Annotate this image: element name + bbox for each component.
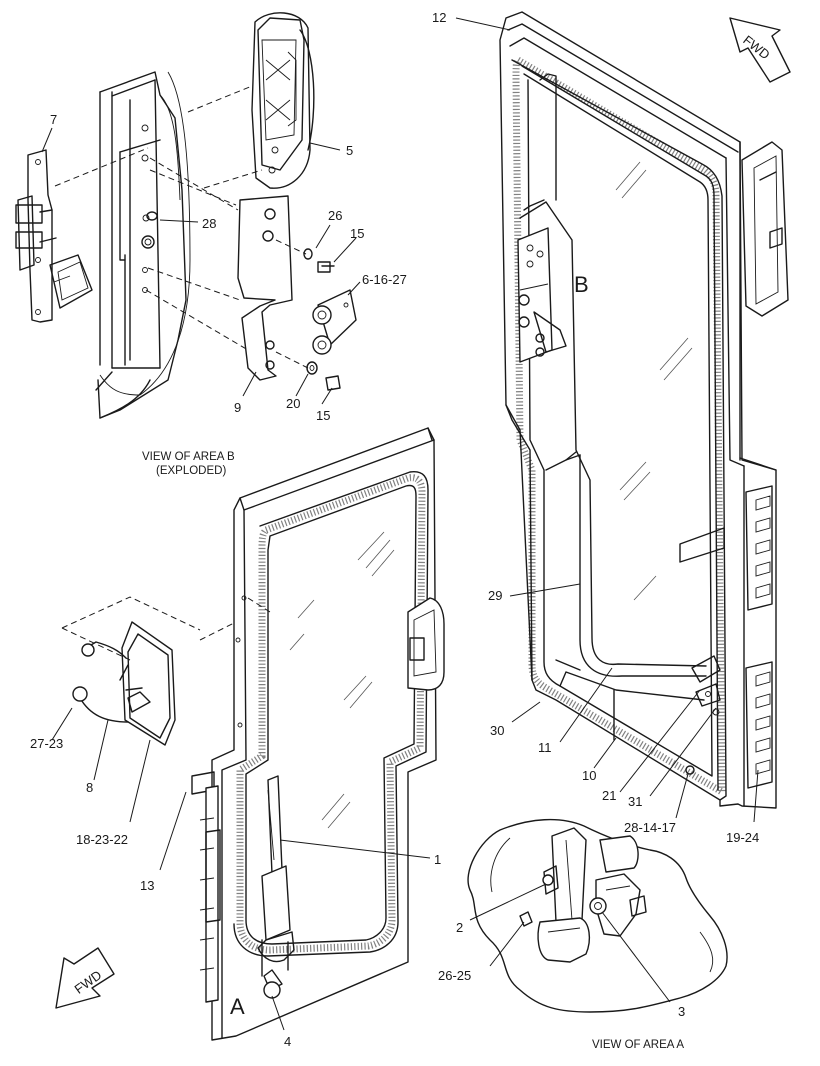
area-marker-b: B <box>574 272 589 297</box>
caption-exploded: (EXPLODED) <box>156 465 226 477</box>
callout-31: 31 <box>628 794 642 809</box>
hinges-19-24 <box>745 485 773 789</box>
callout-29: 29 <box>488 588 502 603</box>
door-frame-pillar <box>95 71 191 419</box>
callout-26: 26 <box>328 208 342 223</box>
callout-15-top: 15 <box>350 226 364 241</box>
striker-6-16-27 <box>312 289 357 355</box>
callout-19-24: 19-24 <box>726 830 759 845</box>
callout-13: 13 <box>140 878 154 893</box>
exploded-view-area-b <box>15 12 361 419</box>
callout-20: 20 <box>286 396 300 411</box>
callout-9: 9 <box>234 400 241 415</box>
hinge-plate-b <box>517 227 567 363</box>
fwd-arrow-top-right: FWD <box>729 17 791 83</box>
detail-view-area-a <box>467 818 728 1013</box>
caption-view-area-b: VIEW OF AREA B <box>142 451 235 463</box>
callout-7: 7 <box>50 112 57 127</box>
door-assembly-rear <box>455 11 789 823</box>
callout-21: 21 <box>602 788 616 803</box>
callout-8: 8 <box>86 780 93 795</box>
callout-6-16-27: 6-16-27 <box>362 272 407 287</box>
callout-10: 10 <box>582 768 596 783</box>
callout-30: 30 <box>490 723 504 738</box>
caption-view-area-a: VIEW OF AREA A <box>592 1039 684 1051</box>
callout-4: 4 <box>284 1034 291 1049</box>
door-handle-5 <box>251 12 315 189</box>
callout-27-23: 27-23 <box>30 736 63 751</box>
callout-3: 3 <box>678 1004 685 1019</box>
callout-1: 1 <box>434 852 441 867</box>
callout-28-14-17: 28-14-17 <box>624 820 676 835</box>
callout-12: 12 <box>432 10 446 25</box>
callout-26-25: 26-25 <box>438 968 471 983</box>
callout-18-23-22: 18-23-22 <box>76 832 128 847</box>
callout-11: 11 <box>538 740 552 755</box>
callout-15-bottom: 15 <box>316 408 330 423</box>
mirror-assembly <box>51 596 271 823</box>
handle-b <box>741 141 789 317</box>
hinge-bracket-7 <box>15 149 93 323</box>
callout-5: 5 <box>346 143 353 158</box>
callout-2: 2 <box>456 920 463 935</box>
door-assembly-front <box>159 427 445 1041</box>
bracket-plate-9 <box>237 195 293 381</box>
fwd-arrow-bottom-left: FWD <box>55 947 115 1009</box>
callout-28: 28 <box>202 216 216 231</box>
area-marker-a: A <box>230 994 245 1019</box>
fastener-hardware <box>146 211 341 391</box>
